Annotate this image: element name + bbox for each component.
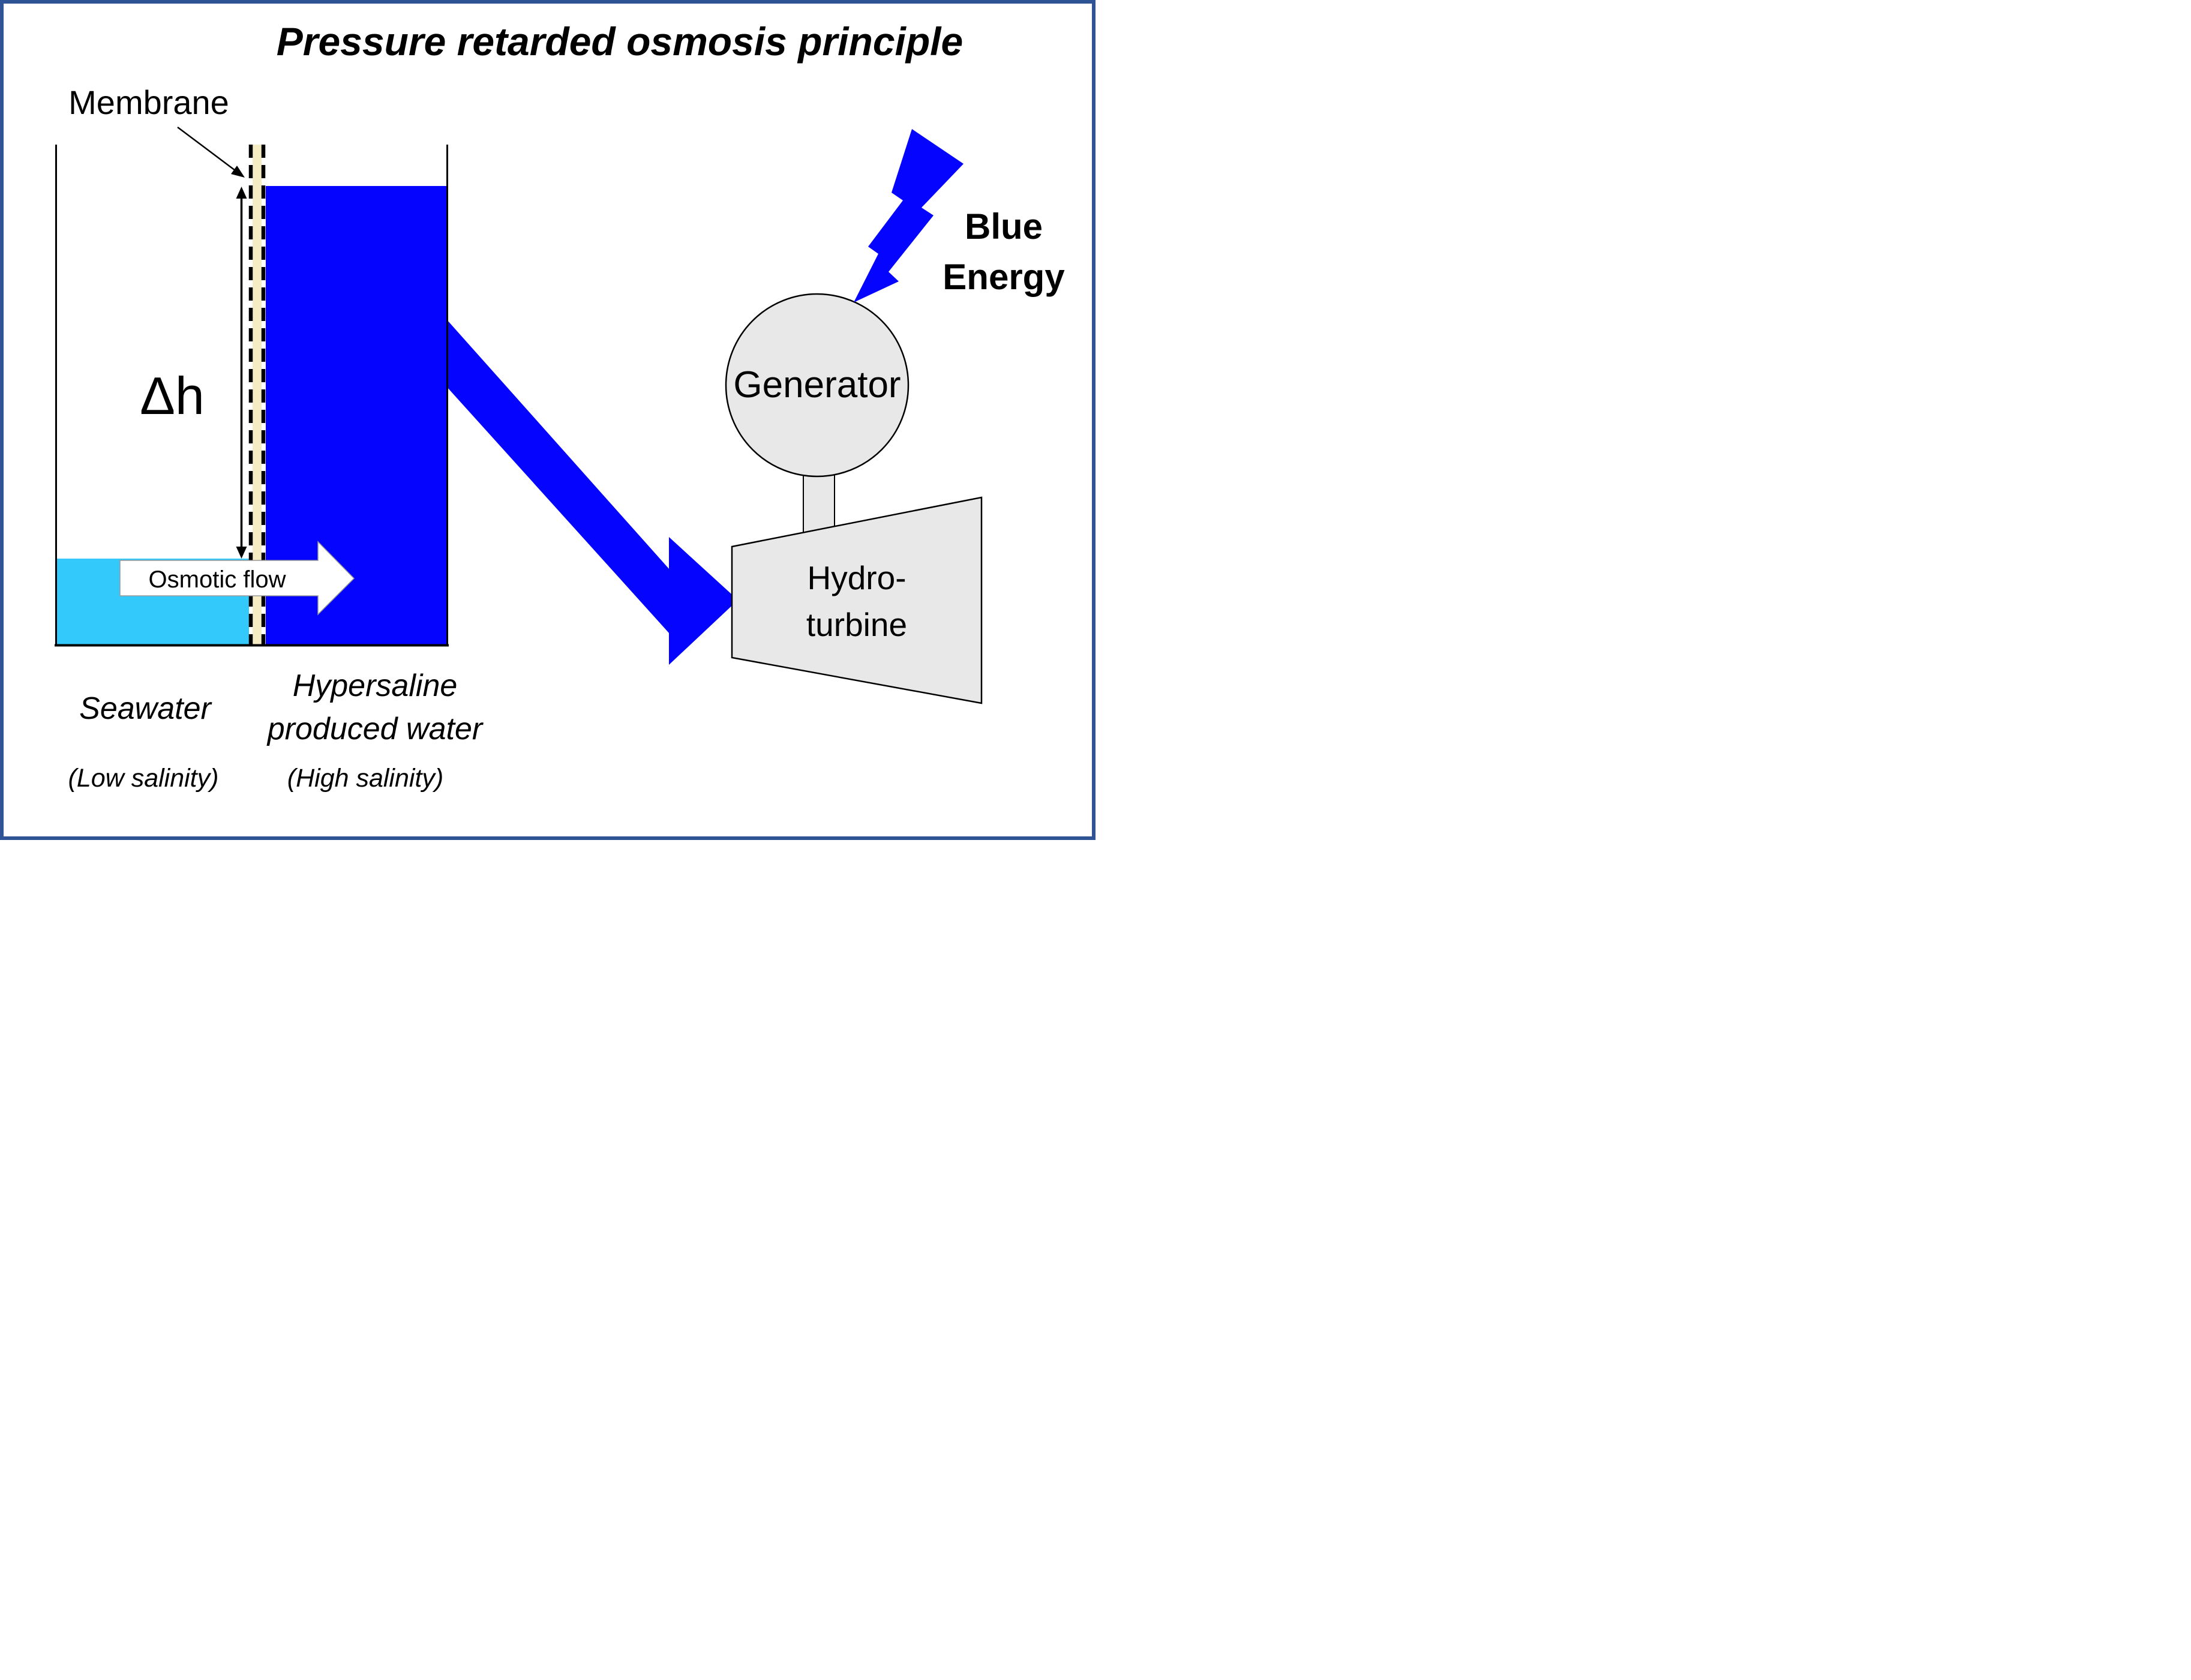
delta-h-arrowhead-top <box>236 187 247 199</box>
osmotic-flow-arrow <box>119 541 355 616</box>
pressurized-water-flow-arrow <box>447 320 738 665</box>
delta-h-label: Δh <box>140 366 205 425</box>
generator-circle <box>725 293 910 478</box>
diagram-canvas: Osmotic flow Δh Membrane Generator Hydro… <box>0 0 1096 840</box>
page-title: Pressure retarded osmosis principle <box>277 19 963 64</box>
blue-energy-label-line1: Blue <box>965 206 1043 247</box>
hypersaline-salinity-label: (High salinity) <box>287 764 443 793</box>
page-frame-border <box>0 0 1096 840</box>
generator-label: Generator <box>733 364 901 406</box>
hydro-turbine-body <box>731 496 983 704</box>
seawater-label: Seawater <box>79 691 212 726</box>
membrane-pointer-line <box>177 127 236 171</box>
hydro-turbine-label-line2: turbine <box>806 606 907 643</box>
membrane-pointer-arrowhead <box>231 166 245 178</box>
osmotic-flow-label: Osmotic flow <box>149 566 286 593</box>
membrane-label: Membrane <box>68 83 229 121</box>
hydro-turbine-label-line1: Hydro- <box>807 559 906 596</box>
seawater-salinity-label: (Low salinity) <box>68 764 219 793</box>
lightning-bolt-icon <box>854 129 964 302</box>
pressure-retarded-osmosis-diagram: Osmotic flow Δh Membrane Generator Hydro… <box>0 0 1096 840</box>
blue-energy-label-line2: Energy <box>943 257 1065 297</box>
delta-h-arrowhead-bottom <box>236 547 247 559</box>
hypersaline-label-line2: produced water <box>266 712 484 746</box>
hypersaline-label-line1: Hypersaline <box>293 668 458 703</box>
membrane-core <box>253 145 262 646</box>
